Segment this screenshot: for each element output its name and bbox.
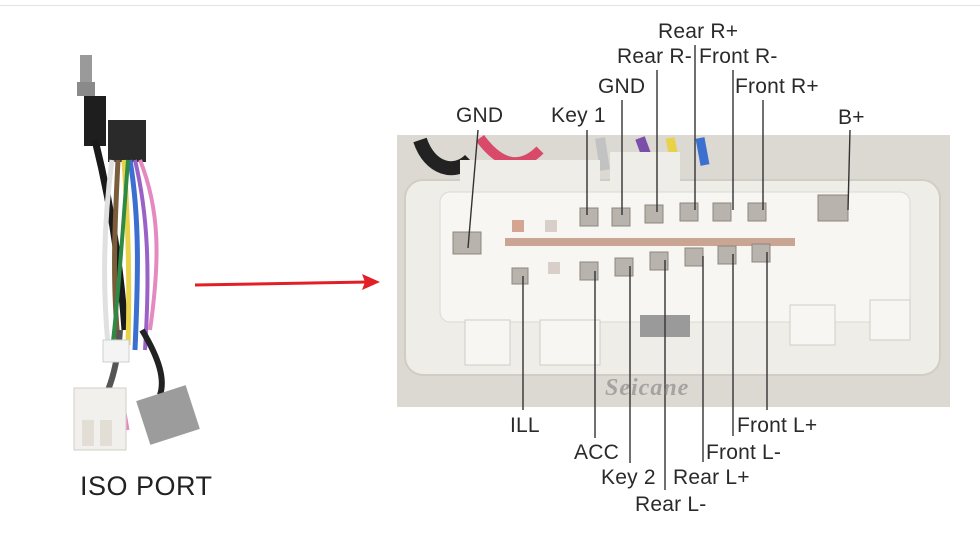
pin-rear-r-minus <box>644 204 664 224</box>
label-front-r-plus: Front R+ <box>735 75 819 98</box>
label-acc: ACC <box>574 441 619 464</box>
label-front-l-minus: Front L- <box>706 441 782 464</box>
pin-ill <box>511 267 529 285</box>
pin-rear-r-plus <box>679 202 699 222</box>
pin-front-l-plus <box>751 243 771 263</box>
pin-rear-l-plus <box>684 247 704 267</box>
wire-tag <box>102 339 130 363</box>
black-connector <box>108 120 146 162</box>
top-divider <box>0 5 980 6</box>
label-front-l-plus: Front L+ <box>737 414 818 437</box>
grey-connector <box>136 385 200 445</box>
label-rear-l-plus: Rear L+ <box>673 466 750 489</box>
label-rear-r-plus: Rear R+ <box>658 20 739 43</box>
label-ill: ILL <box>510 414 540 437</box>
iso-port-label: ISO PORT <box>80 471 213 501</box>
iso-harness-image <box>73 55 200 451</box>
antenna-tip <box>80 55 92 85</box>
label-gnd-left: GND <box>456 104 504 127</box>
red-arrow <box>194 274 380 290</box>
pin-front-r-plus <box>747 202 767 222</box>
pin-front-r-minus <box>712 202 732 222</box>
watermark-text: Seicane <box>605 375 690 401</box>
leader-lines <box>467 45 851 490</box>
pin-front-l-minus <box>717 245 737 265</box>
leader-b-plus <box>847 129 851 211</box>
connector-face-image <box>397 134 950 407</box>
bottom-pin-row <box>511 243 771 285</box>
pin-b-plus <box>817 194 849 222</box>
arrow-head-icon <box>362 274 380 290</box>
pin-key1 <box>579 207 599 227</box>
pin-gnd-mid <box>611 207 631 227</box>
label-key2: Key 2 <box>601 466 656 489</box>
antenna-plug <box>84 96 106 146</box>
pin-gnd-left <box>452 231 482 255</box>
label-front-r-minus: Front R- <box>699 45 778 68</box>
leader-gnd-left <box>467 129 479 249</box>
pin-key2 <box>614 257 634 277</box>
top-pin-row <box>452 194 849 255</box>
label-b-plus: B+ <box>838 106 865 129</box>
label-key1: Key 1 <box>551 104 606 127</box>
pin-acc <box>579 261 599 281</box>
label-rear-l-minus: Rear L- <box>635 493 707 516</box>
label-gnd-mid: GND <box>598 75 646 98</box>
label-rear-r-minus: Rear R- <box>617 45 692 68</box>
pin-rear-l-minus <box>649 251 669 271</box>
